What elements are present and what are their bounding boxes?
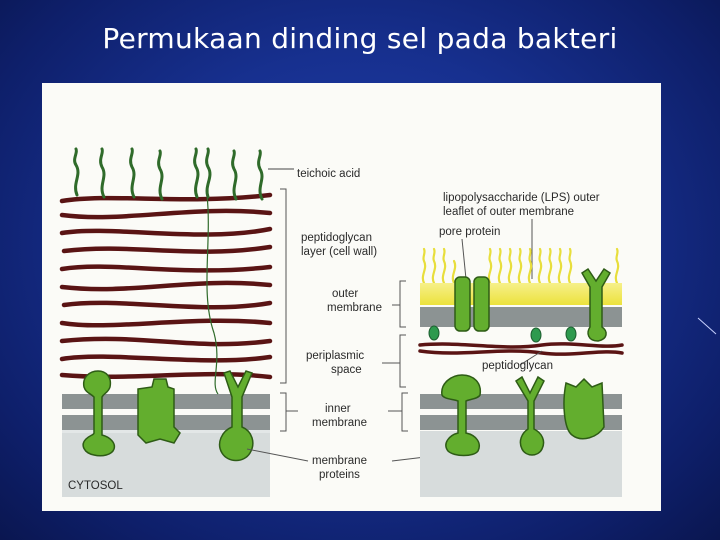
label-teichoic-acid: teichoic acid: [297, 168, 360, 180]
slide-decoration-stroke: [697, 317, 717, 335]
slide-title: Permukaan dinding sel pada bakteri: [102, 22, 618, 55]
lipoproteins: [428, 325, 577, 343]
label-membrane-proteins-1: membrane: [312, 455, 367, 467]
label-periplasmic-2: space: [331, 364, 362, 376]
cytosol-label: CYTOSOL: [68, 480, 123, 492]
peptidoglycan-strands-left: [59, 192, 273, 380]
gram-positive-panel: CYTOSOL: [59, 147, 273, 497]
label-inner-membrane-1: inner: [325, 403, 351, 415]
teichoic-acid-chains: [73, 147, 264, 201]
label-membrane-proteins-2: proteins: [319, 469, 360, 481]
membrane-proteins-right: [441, 374, 605, 457]
peptidoglycan-thin-layer: [418, 342, 624, 356]
center-labels: teichoic acid peptidoglycan layer (cell …: [246, 168, 443, 481]
label-peptidoglycan: peptidoglycan: [482, 360, 553, 372]
label-lps-2: leaflet of outer membrane: [443, 206, 574, 218]
label-periplasmic-1: periplasmic: [306, 350, 364, 362]
label-lps-1: lipopolysaccharide (LPS) outer: [443, 192, 600, 204]
label-outer-membrane-1: outer: [332, 288, 358, 300]
label-peptidoglycan-layer-1: peptidoglycan: [301, 232, 372, 244]
pore-proteins: [454, 276, 490, 332]
label-pore-protein: pore protein: [439, 226, 500, 238]
membrane-proteins-left: [82, 370, 254, 462]
gram-negative-panel: lipopolysaccharide (LPS) outer leaflet o…: [418, 192, 624, 497]
cell-wall-diagram: CYTOSOL teichoic acid peptidoglycan laye…: [42, 83, 661, 511]
lipoteichoic-thread: [206, 194, 219, 395]
label-inner-membrane-2: membrane: [312, 417, 367, 429]
label-outer-membrane-2: membrane: [327, 302, 382, 314]
lps-chains: [421, 247, 620, 285]
outer-membrane-y-protein: [581, 267, 611, 342]
label-peptidoglycan-layer-2: layer (cell wall): [301, 246, 377, 258]
